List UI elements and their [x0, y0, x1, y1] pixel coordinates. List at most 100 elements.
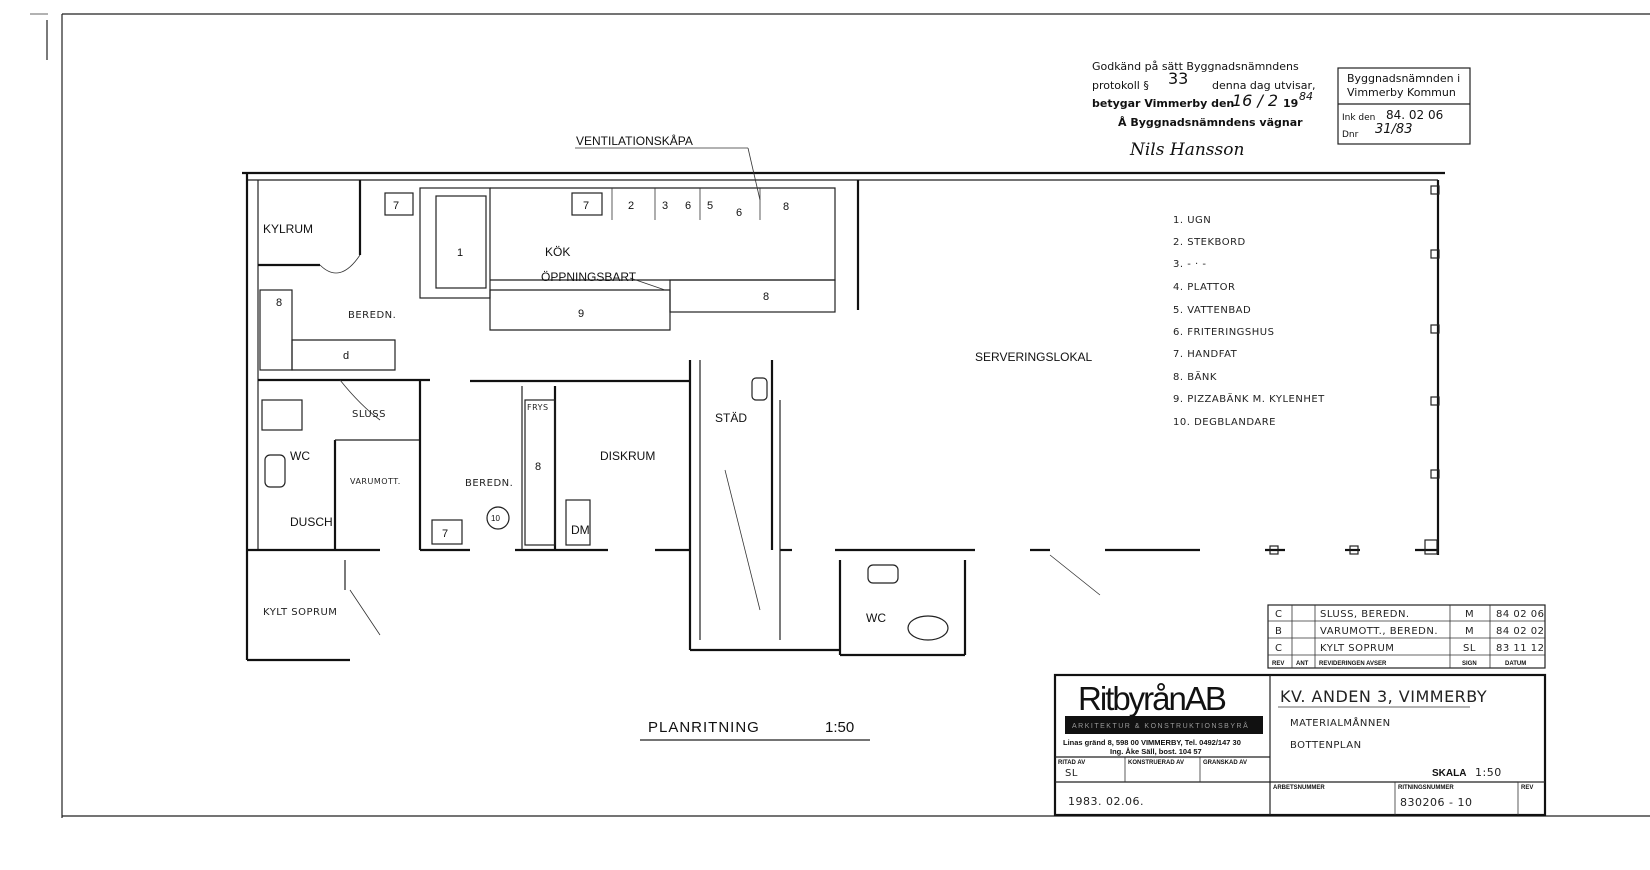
drawing-line	[489, 289, 671, 331]
drawing-label: RITNINGSNUMMER	[1398, 785, 1454, 791]
drawing-label: 9	[578, 308, 584, 320]
drawing-line	[571, 192, 603, 216]
drawing-label: KONSTRUERAD AV	[1128, 760, 1184, 766]
drawing-label: SKALA	[1432, 768, 1466, 779]
drawing-label: SLUSS	[352, 409, 386, 420]
drawing-line	[629, 277, 666, 291]
drawing-line	[1053, 673, 1547, 817]
drawing-label: d	[343, 350, 349, 362]
drawing-label: Ing. Åke Säll, bost. 104 57	[1110, 747, 1202, 756]
drawing-label: ARBETSNUMMER	[1273, 785, 1325, 791]
drawing-line	[259, 289, 293, 371]
drawing-label: DM	[571, 523, 590, 537]
drawing-line	[1269, 545, 1279, 555]
drawing-line	[724, 469, 761, 611]
drawing-label: 6	[736, 207, 742, 219]
drawing-line	[486, 506, 510, 530]
drawing-line	[1337, 67, 1471, 145]
drawing-label: REV	[1521, 785, 1533, 791]
drawing-label: STÄD	[715, 411, 747, 425]
drawing-label: VARUMOTT., BEREDN.	[1320, 626, 1438, 637]
drawing-line	[349, 589, 381, 636]
drawing-label: Byggnadsnämnden i	[1347, 72, 1460, 85]
drawing-line	[1349, 545, 1359, 555]
drawing-label: Godkänd på sätt Byggnadsnämndens	[1092, 60, 1299, 73]
drawing-label: B	[1275, 626, 1282, 637]
drawing-label: 7. HANDFAT	[1173, 349, 1238, 360]
drawing-label: M	[1465, 609, 1474, 620]
drawing-line	[524, 399, 556, 546]
drawing-label: 16 / 2	[1232, 91, 1278, 110]
equipment-legend: 1. UGN 2. STEKBORD 3. - · - 4. PLATTOR 5…	[1173, 215, 1325, 428]
drawing-label: 7	[393, 200, 399, 212]
drawing-label: 10	[491, 514, 500, 523]
drawing-line	[1430, 185, 1440, 195]
drawing-label: C	[1275, 609, 1282, 620]
drawing-line	[1430, 469, 1440, 479]
drawing-label: SL	[1065, 768, 1078, 779]
drawing-label: DISKRUM	[600, 449, 655, 463]
drawing-label: BEREDN.	[348, 310, 396, 321]
drawing-line	[867, 564, 899, 584]
drawing-label: 5. VATTENBAD	[1173, 305, 1251, 316]
drawing-label: Vimmerby Kommun	[1347, 86, 1456, 99]
drawing-label: DUSCH	[290, 515, 333, 529]
drawing-label: 4. PLATTOR	[1173, 282, 1235, 293]
drawing-label: 2	[628, 200, 634, 212]
drawing-line	[1049, 554, 1101, 596]
drawing-line	[907, 615, 949, 641]
drawing-line	[490, 187, 836, 281]
drawing-label: 8	[763, 291, 769, 303]
drawing-label: ARKITEKTUR & KONSTRUKTIONSBYRÅ	[1072, 721, 1249, 730]
drawing-label: betygar Vimmerby den	[1092, 97, 1234, 110]
drawing-label: 9. PIZZABÄNK M. KYLENHET	[1173, 392, 1325, 405]
drawing-label: 5	[707, 200, 713, 212]
drawing-line	[1267, 604, 1546, 669]
drawing-label: BOTTENPLAN	[1290, 740, 1362, 751]
drawing-label: protokoll §	[1092, 79, 1149, 92]
drawing-label: 84 02 06	[1496, 609, 1545, 620]
drawing-line	[565, 499, 591, 546]
drawing-line	[1424, 539, 1438, 555]
drawing-label: Nils Hansson	[1129, 140, 1244, 160]
drawing-label: 1983. 02.06.	[1068, 795, 1144, 808]
drawing-label: C	[1275, 643, 1282, 654]
drawing-label: SLUSS, BEREDN.	[1320, 609, 1410, 620]
drawing-label: 84 02 02	[1496, 626, 1545, 637]
drawing-label: BEREDN.	[465, 478, 513, 489]
drawing-label: Ink den	[1342, 113, 1375, 123]
drawing-label: 3. - · -	[1173, 259, 1206, 270]
drawing-label: WC	[290, 449, 310, 463]
drawing-label: FRYS	[527, 403, 549, 412]
drawing-line	[1430, 324, 1440, 334]
revision-table: C SLUSS, BEREDN. M 84 02 06 B VARUMOTT.,…	[1267, 604, 1546, 669]
drawing-line	[669, 279, 836, 313]
drawing-label: 8	[276, 297, 282, 309]
drawing-label: M	[1465, 626, 1474, 637]
drawing-label: 8	[535, 461, 541, 473]
drawing-label: 19	[1283, 97, 1298, 110]
drawing-label: 1:50	[825, 719, 854, 736]
drawing-label: SERVERINGSLOKAL	[975, 350, 1092, 364]
drawing-label: RITAD AV	[1058, 760, 1085, 766]
drawing-line	[435, 195, 487, 289]
drawing-label: 6. FRITERINGSHUS	[1173, 327, 1274, 338]
drawing-line	[261, 399, 303, 431]
drawing-label: KYLT SOPRUM	[1320, 643, 1394, 654]
drawing-label: Dnr	[1342, 130, 1359, 140]
plan-labels: VENTILATIONSKÅPA ÖPPNINGSBART KYLRUM KÖK…	[263, 133, 1092, 741]
title-block: RitbyrånAB ARKITEKTUR & KONSTRUKTIONSBYR…	[1053, 673, 1547, 817]
drawing-line	[384, 192, 414, 216]
drawing-label: KÖK	[545, 245, 570, 259]
drawing-label: Linas gränd 8, 598 00 VIMMERBY, Tel. 049…	[1063, 738, 1241, 747]
company-logo: RitbyrånAB	[1078, 680, 1226, 717]
drawing-label: 84	[1299, 90, 1313, 103]
drawing-label: 7	[583, 200, 589, 212]
drawing-line	[1430, 396, 1440, 406]
drawing-label: 1	[457, 247, 463, 259]
drawing-label: 2. STEKBORD	[1173, 237, 1246, 248]
drawing-label: denna dag utvisar,	[1212, 79, 1315, 92]
drawing-label: 33	[1168, 69, 1188, 88]
drawing-line	[419, 187, 491, 299]
